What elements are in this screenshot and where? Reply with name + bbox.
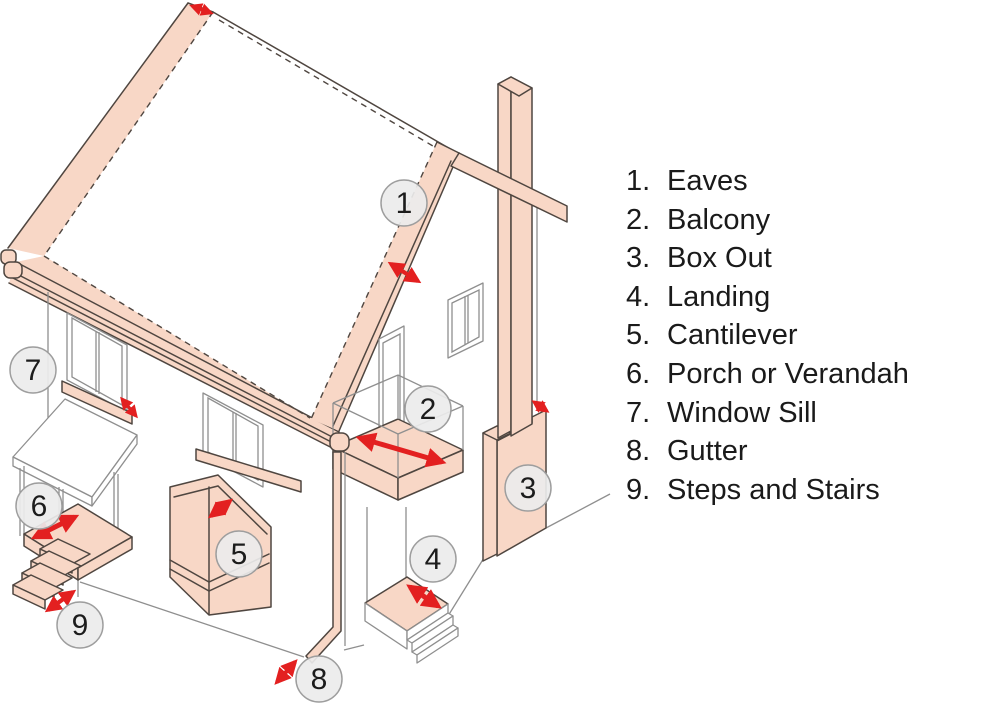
- ridge-width-arrow: [189, 3, 214, 16]
- callout-box-out: 3: [504, 464, 552, 512]
- legend-item-label: Box Out: [667, 242, 772, 275]
- landing-arrow: [406, 584, 442, 609]
- window-sill: [61, 380, 133, 425]
- callout-number: 7: [25, 354, 42, 387]
- legend-item-label: Porch or Verandah: [667, 357, 909, 390]
- legend-item-number: 2.: [626, 203, 651, 236]
- callout-number: 8: [311, 663, 328, 696]
- attic-window: [447, 282, 484, 359]
- middle-window: [195, 392, 302, 493]
- legend-item-window-sill: 7. Window Sill: [626, 394, 909, 433]
- gutter-arrow: [274, 659, 298, 685]
- legend-item-label: Cantilever: [667, 319, 798, 352]
- callout-number: 2: [420, 393, 437, 426]
- legend-item-label: Balcony: [667, 203, 771, 236]
- legend-item-label: Steps and Stairs: [667, 473, 880, 506]
- legend-item-label: Gutter: [667, 435, 748, 468]
- eaves-fascia: [0, 249, 343, 454]
- legend-item-steps: 9. Steps and Stairs: [626, 471, 909, 510]
- legend-item-porch: 6. Porch or Verandah: [626, 355, 909, 394]
- callout-porch: 6: [15, 482, 63, 530]
- callout-number: 1: [396, 187, 413, 220]
- legend-item-number: 4.: [626, 280, 651, 313]
- entry-steps: [12, 538, 91, 613]
- callout-number: 6: [31, 490, 48, 523]
- legend-item-label: Eaves: [667, 165, 748, 197]
- landing: [364, 576, 459, 664]
- cantilever-arrow: [207, 498, 234, 519]
- callout-number: 5: [231, 538, 248, 571]
- callout-number: 3: [520, 472, 537, 505]
- roof-plane: [18, 11, 459, 431]
- ridge-line: [212, 11, 460, 155]
- gutter-corner-moulding: [329, 432, 350, 452]
- callout-cantilever: 5: [215, 530, 263, 578]
- callout-balcony: 2: [404, 385, 452, 433]
- callouts: 1 2 3 4 5 6 7 8: [9, 179, 552, 703]
- sill-arrow: [120, 396, 138, 419]
- callout-gutter: 8: [295, 655, 343, 703]
- box-out-arrow: [531, 400, 550, 413]
- box-out: [482, 76, 550, 562]
- legend-item-landing: 4. Landing: [626, 278, 909, 317]
- legend-item-label: Window Sill: [667, 396, 817, 429]
- verge-band-back: [8, 3, 213, 256]
- eaves-width-arrow: [387, 261, 422, 284]
- legend-item-label: Landing: [667, 280, 771, 313]
- gutter-downpipe: [274, 432, 350, 685]
- roof: [0, 2, 460, 454]
- callout-number: 9: [72, 609, 89, 642]
- callout-window-sill: 7: [9, 346, 57, 394]
- legend-item-box-out: 3. Box Out: [626, 239, 909, 278]
- steps-arrow: [44, 589, 77, 613]
- callout-steps: 9: [56, 601, 104, 649]
- callout-number: 4: [425, 543, 442, 576]
- legend-item-number: 3.: [626, 242, 651, 275]
- legend-item-number: 5.: [626, 319, 651, 352]
- legend-item-number: 6.: [626, 357, 651, 390]
- roof-overhang-tip: [450, 152, 568, 223]
- gutter-end-cap-lower: [3, 261, 23, 279]
- callout-eaves: 1: [380, 179, 428, 227]
- legend: 1. Eaves 2. Balcony 3. Box Out 4. Landing 5.…: [626, 162, 909, 509]
- porch-arrow: [30, 514, 80, 540]
- legend-item-balcony: 2. Balcony: [626, 201, 909, 240]
- upper-left-window: [61, 312, 138, 425]
- balcony: [332, 374, 464, 501]
- legend-item-number: 7.: [626, 396, 651, 429]
- callout-landing: 4: [409, 535, 457, 583]
- legend-item-cantilever: 5. Cantilever: [626, 316, 909, 355]
- ground-line: [79, 581, 305, 658]
- legend-item-eaves: 1. Eaves: [626, 162, 909, 201]
- legend-item-number: 8.: [626, 435, 651, 468]
- window-sill: [195, 448, 302, 493]
- legend-item-number: 1.: [626, 165, 651, 197]
- legend-item-gutter: 8. Gutter: [626, 432, 909, 471]
- legend-item-number: 9.: [626, 473, 651, 506]
- balcony-arrow: [355, 432, 447, 468]
